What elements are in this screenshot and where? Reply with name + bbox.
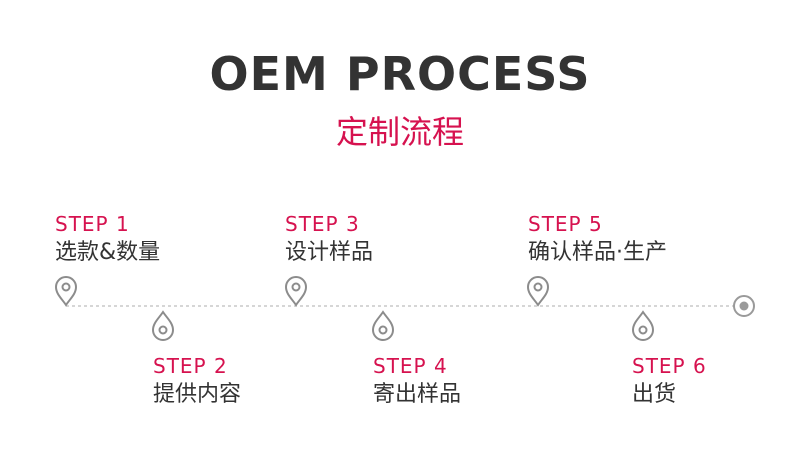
step-5-pin-icon [526, 276, 550, 307]
step-3-label: STEP 3 [285, 212, 360, 236]
step-2-drop-icon [151, 310, 175, 341]
timeline-end-dot-icon [733, 295, 755, 317]
step-3-pin-icon [284, 276, 308, 307]
step-2-text: 提供内容 [153, 382, 242, 407]
step-1-label: STEP 1 [55, 212, 130, 236]
step-1-pin-icon [54, 276, 78, 307]
page-title: OEM PROCESS [209, 47, 591, 101]
step-5-label: STEP 5 [528, 212, 603, 236]
step-1-text: 选款&数量 [55, 240, 161, 265]
step-6-drop-icon [631, 310, 655, 341]
step-6-text: 出货 [632, 382, 677, 407]
step-6-label: STEP 6 [632, 354, 707, 378]
step-4-label: STEP 4 [373, 354, 448, 378]
step-2-label: STEP 2 [153, 354, 228, 378]
step-4-text: 寄出样品 [373, 382, 462, 407]
step-4-drop-icon [371, 310, 395, 341]
page-subtitle: 定制流程 [335, 113, 464, 151]
step-5-text: 确认样品·生产 [528, 240, 667, 265]
step-3-text: 设计样品 [285, 240, 374, 265]
